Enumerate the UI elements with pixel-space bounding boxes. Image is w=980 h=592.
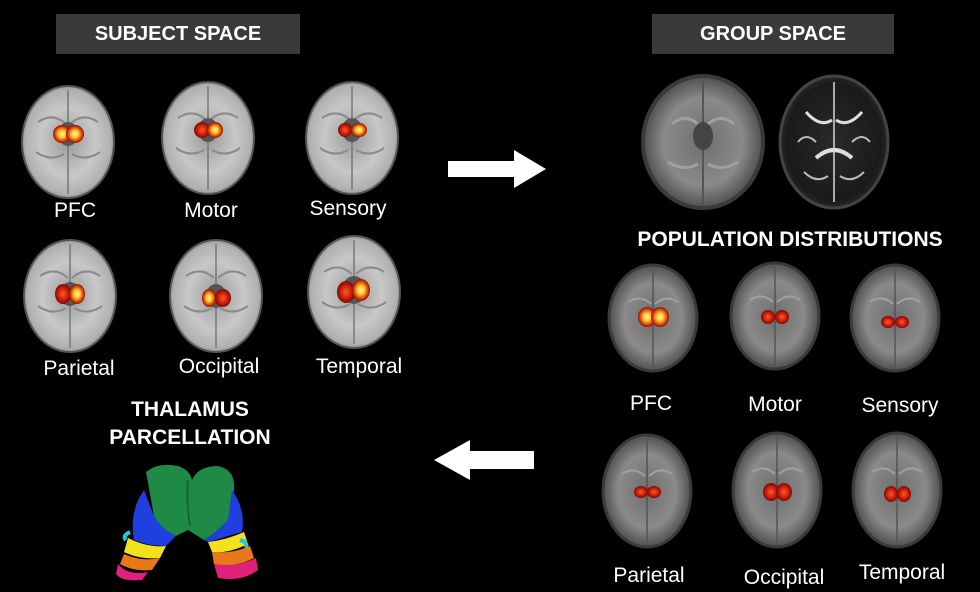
group-template-t1-brain <box>638 72 768 212</box>
subject-label-sensory: Sensory <box>309 197 387 220</box>
thalamus-heading: THALAMUS PARCELLATION <box>70 396 310 452</box>
subject-space-header-text: SUBJECT SPACE <box>94 22 262 45</box>
subject-brain-pfc <box>18 82 118 200</box>
subject-label-pfc: PFC <box>54 199 96 222</box>
group-template-fa-brain <box>776 72 892 212</box>
subject-label-temporal: Temporal <box>315 355 403 378</box>
group-label-sensory: Sensory <box>861 394 939 417</box>
group-space-header-text: GROUP SPACE <box>700 22 846 45</box>
group-brain-pfc <box>606 262 700 374</box>
subject-brain-temporal <box>304 232 404 350</box>
subject-label-parietal: Parietal <box>43 357 115 380</box>
subject-brain-motor <box>158 76 258 196</box>
subject-brain-parietal <box>20 236 120 354</box>
group-brain-motor <box>728 260 822 372</box>
population-distributions-heading: POPULATION DISTRIBUTIONS <box>637 228 943 251</box>
subject-label-occipital: Occipital <box>178 355 260 378</box>
group-label-parietal: Parietal <box>613 564 685 587</box>
arrow-left-icon <box>434 440 534 480</box>
group-label-temporal: Temporal <box>858 561 946 584</box>
arrow-right-icon <box>448 150 546 188</box>
group-label-pfc: PFC <box>630 392 672 415</box>
subject-space-header: SUBJECT SPACE <box>56 14 300 54</box>
group-brain-sensory <box>848 262 942 374</box>
group-label-motor: Motor <box>748 393 802 416</box>
thalamus-parcellation-image <box>108 460 272 582</box>
thalamus-heading-line2: PARCELLATION <box>109 426 271 449</box>
group-space-header: GROUP SPACE <box>652 14 894 54</box>
group-label-occipital: Occipital <box>743 566 825 589</box>
group-brain-occipital <box>730 430 824 550</box>
thalamus-heading-line1: THALAMUS <box>131 398 249 421</box>
subject-brain-sensory <box>302 78 402 196</box>
subject-brain-occipital <box>166 236 266 354</box>
group-brain-temporal <box>850 430 944 550</box>
group-brain-parietal <box>600 432 694 550</box>
subject-label-motor: Motor <box>184 199 238 222</box>
